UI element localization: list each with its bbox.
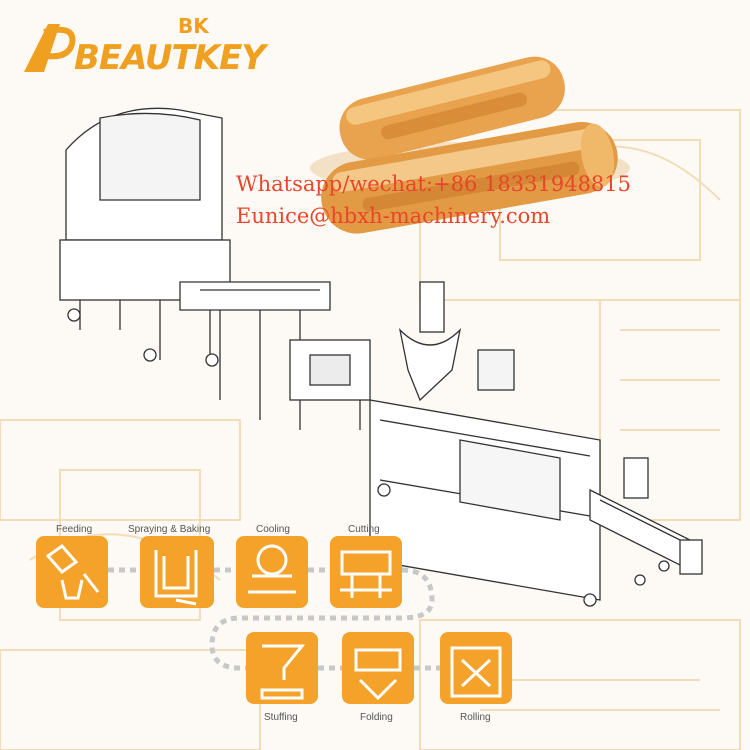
logo-emblem-icon xyxy=(24,24,76,72)
step-label-cutting: Cutting xyxy=(348,524,380,535)
contact-email: Eunice@hbxh-machinery.com xyxy=(236,204,551,228)
cooling-icon xyxy=(248,544,296,594)
step-tile-spraying-baking xyxy=(140,536,214,608)
contact-whatsapp: Whatsapp/wechat:+86 18331948815 xyxy=(236,172,632,196)
logo-text: BEAUTKEY xyxy=(74,38,266,78)
step-tile-feeding xyxy=(36,536,108,608)
step-label-folding: Folding xyxy=(360,712,393,723)
step-label-spraying-baking: Spraying & Baking xyxy=(128,524,211,535)
spring-roll-image xyxy=(310,56,630,234)
folding-icon xyxy=(354,648,402,701)
step-label-stuffing: Stuffing xyxy=(264,712,298,723)
step-tile-folding xyxy=(342,632,414,704)
step-tile-rolling xyxy=(440,632,512,704)
step-label-feeding: Feeding xyxy=(56,524,93,535)
step-tile-cooling xyxy=(236,536,308,608)
brand-logo: BK BEAUTKEY xyxy=(14,14,266,84)
step-label-cooling: Cooling xyxy=(256,524,290,535)
step-tile-stuffing xyxy=(246,632,318,704)
machine-line-art xyxy=(59,107,703,607)
stuffing-icon xyxy=(260,644,306,700)
cutting-icon xyxy=(340,550,392,598)
step-label-rolling: Rolling xyxy=(460,712,491,723)
rolling-icon xyxy=(450,646,502,698)
spraying-baking-icon xyxy=(154,550,198,606)
step-tile-cutting xyxy=(330,536,402,608)
logo-mark: BK xyxy=(178,14,209,38)
feeding-icon xyxy=(45,543,100,600)
process-flow-connectors xyxy=(108,567,440,671)
